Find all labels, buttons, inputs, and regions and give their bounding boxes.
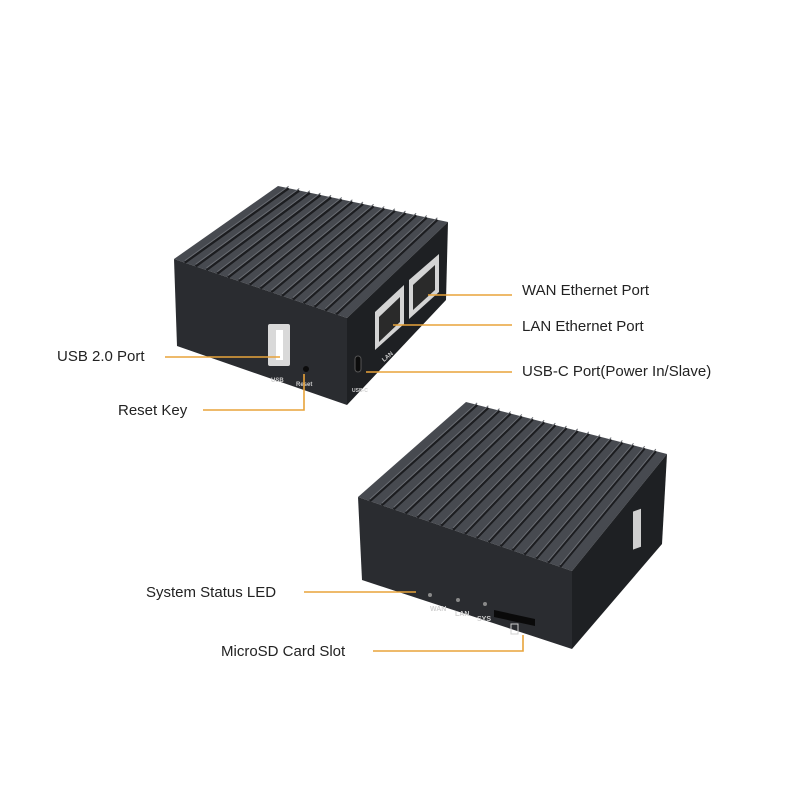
device-1-fin-groove (238, 198, 343, 283)
device-2-fin-highlight (524, 440, 623, 553)
device-1-fin-highlight (249, 199, 353, 284)
device-1-fin-highlight (270, 203, 374, 291)
silk-usb: USB (271, 378, 284, 384)
device-1-fin-highlight (335, 217, 438, 313)
device-1-fin-groove (335, 218, 439, 316)
device-2-fin-groove (464, 427, 568, 535)
device-2-fin-highlight (500, 434, 601, 545)
device-1-fin-highlight (195, 188, 300, 265)
device-2-fin-highlight (476, 428, 579, 537)
device-2-fin-highlight (535, 443, 634, 557)
device-1-fin-highlight (260, 201, 364, 287)
device-1-fin-highlight (206, 190, 311, 269)
device-2-fin-groove (404, 412, 512, 515)
leader-microsd (373, 635, 524, 652)
wan-port-cavity (413, 265, 435, 310)
device-2-fin-groove (369, 403, 478, 503)
device-2-fin-highlight (559, 448, 657, 566)
device-2-fin-groove (535, 444, 635, 560)
status-led-sys (483, 602, 487, 606)
usb-c-port (354, 355, 362, 373)
device-2-fin-highlight (381, 405, 489, 504)
device-2-fin-highlight (464, 425, 567, 533)
device-1-fin-highlight (281, 206, 385, 295)
device-1-fin-highlight (216, 192, 321, 273)
silk-usbc: USB-C (352, 388, 368, 394)
device-1-fin-highlight (325, 215, 428, 309)
device-front-view: WAN LAN SYS (358, 402, 667, 649)
device-2-fin-highlight (405, 411, 512, 512)
reset-hole (303, 366, 309, 372)
device-2-right-face (572, 454, 667, 649)
device-2-fin-groove (547, 447, 646, 564)
device-1-fin-groove (205, 191, 311, 272)
silk-wan: WAN (430, 606, 446, 613)
device-2-fin-groove (440, 421, 546, 527)
silk-sys: SYS (477, 616, 491, 623)
device-2-heatsink-fins (369, 402, 657, 568)
status-led-lan (456, 598, 460, 602)
device-1-fin-highlight (184, 185, 289, 262)
callout-lan-ethernet-port: LAN Ethernet Port (522, 318, 644, 335)
device-2-fin-highlight (488, 431, 590, 541)
device-1-fin-groove (281, 207, 386, 297)
device-2-fin-groove (559, 450, 657, 568)
device-2-fin-groove (499, 435, 601, 548)
device-1-fin-groove (292, 209, 396, 301)
device-2-fin-groove (380, 406, 490, 507)
device-1-fin-groove (194, 189, 300, 268)
device-2-fin-groove (476, 430, 579, 539)
microsd-slot (494, 610, 535, 626)
device-1-fin-highlight (314, 212, 417, 306)
lan-port-cavity (379, 297, 400, 342)
device-2-fin-groove (487, 432, 590, 544)
device-1-fin-groove (227, 196, 332, 279)
callout-microsd-card-slot: MicroSD Card Slot (221, 643, 346, 660)
device-2-fin-highlight (547, 445, 646, 562)
usb2-port-tongue (276, 330, 283, 360)
device-2-fin-highlight (417, 414, 523, 516)
device-2-fin-groove (428, 418, 534, 523)
device-2-fin-highlight (393, 408, 500, 508)
device-1-fin-highlight (238, 197, 343, 280)
device-2-fin-groove (452, 424, 557, 531)
callout-usb2-port: USB 2.0 Port (57, 348, 145, 365)
device-1-fin-groove (259, 203, 364, 290)
device-1-fin-groove (184, 187, 290, 264)
device-1-fin-groove (324, 216, 428, 312)
callout-wan-ethernet-port: WAN Ethernet Port (522, 282, 649, 299)
device-1-fin-groove (302, 212, 407, 305)
callout-usb-c-port: USB-C Port(Power In/Slave) (522, 363, 712, 380)
device-1-fin-highlight (227, 194, 332, 276)
callout-reset-key: Reset Key (118, 402, 188, 419)
device-1-fin-highlight (303, 210, 406, 302)
device-2-front-face (358, 497, 572, 649)
leader-reset (203, 374, 305, 411)
device-2-fin-highlight (512, 437, 612, 549)
device-rear-view: USB Reset LAN USB-C (174, 185, 448, 405)
device-1-fin-groove (216, 194, 322, 275)
callout-system-status-led: System Status LED (146, 584, 277, 601)
device-2-fin-highlight (440, 419, 545, 525)
device-2-fin-highlight (369, 402, 478, 500)
device-2-fin-groove (416, 415, 523, 519)
device-2-fin-groove (511, 438, 613, 552)
leader-lines (165, 294, 524, 652)
device-2-fin-highlight (452, 422, 556, 529)
device-1-fin-highlight (292, 208, 396, 298)
silk-lan2: LAN (455, 611, 469, 618)
device-2-fin-groove (523, 441, 624, 556)
device-1-fin-groove (248, 200, 354, 286)
status-led-wan (428, 593, 432, 597)
device-1-fin-groove (270, 205, 375, 294)
device-2-fin-groove (392, 409, 501, 511)
device-2-side-usb (633, 508, 641, 550)
device-1-heatsink-fins (184, 185, 439, 316)
device-1-fin-groove (313, 214, 417, 308)
microsd-icon (510, 623, 519, 635)
device-2-fin-highlight (428, 416, 534, 521)
